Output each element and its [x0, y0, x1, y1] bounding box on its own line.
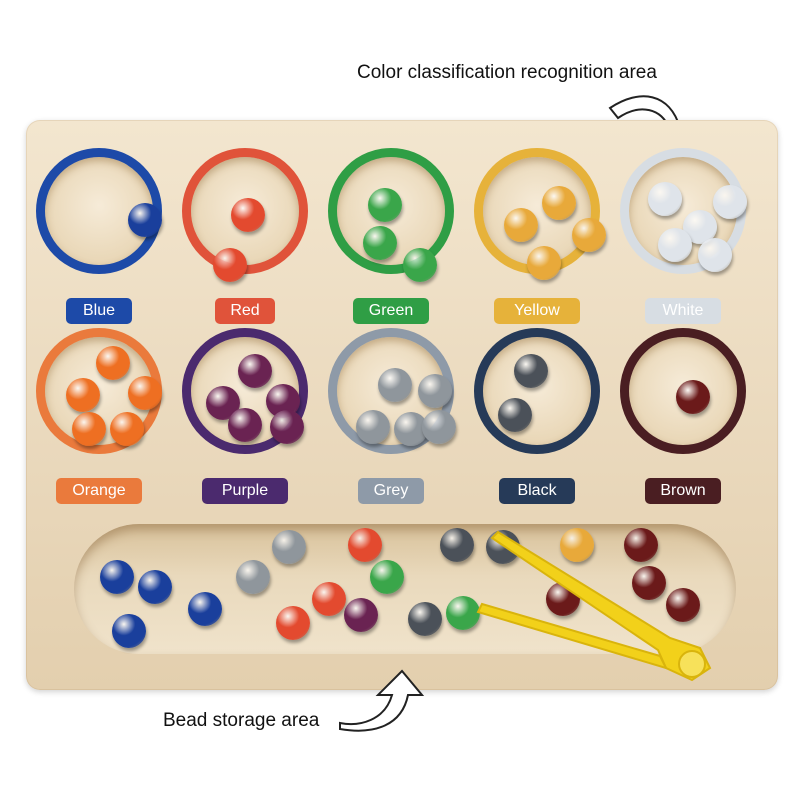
bead[interactable] — [422, 410, 456, 444]
bead[interactable] — [238, 354, 272, 388]
bead[interactable] — [498, 398, 532, 432]
bead[interactable] — [368, 188, 402, 222]
sorting-slot-yellow[interactable] — [474, 148, 606, 280]
bead[interactable] — [96, 346, 130, 380]
color-label-red: Red — [215, 298, 275, 324]
bead[interactable] — [560, 528, 594, 562]
bead[interactable] — [272, 530, 306, 564]
sorting-slot-red[interactable] — [182, 148, 308, 282]
bead[interactable] — [504, 208, 538, 242]
tweezers[interactable] — [470, 520, 740, 690]
bead[interactable] — [188, 592, 222, 626]
bead[interactable] — [112, 614, 146, 648]
color-label-brown: Brown — [645, 478, 721, 504]
color-label-white: White — [645, 298, 721, 324]
bead[interactable] — [648, 182, 682, 216]
caption-color-classification-area: Color classification recognition area — [357, 62, 657, 83]
color-label-blue: Blue — [66, 298, 132, 324]
bead[interactable] — [356, 410, 390, 444]
bead[interactable] — [312, 582, 346, 616]
color-label-purple: Purple — [202, 478, 288, 504]
bead[interactable] — [128, 203, 162, 237]
sorting-slot-grey[interactable] — [328, 328, 456, 454]
bead[interactable] — [418, 374, 452, 408]
slot-ring — [474, 328, 600, 454]
bead[interactable] — [363, 226, 397, 260]
bead[interactable] — [542, 186, 576, 220]
bead[interactable] — [270, 410, 304, 444]
bead[interactable] — [572, 218, 606, 252]
bead[interactable] — [378, 368, 412, 402]
bead[interactable] — [138, 570, 172, 604]
slot-ring — [36, 148, 162, 274]
color-label-yellow: Yellow — [494, 298, 580, 324]
bead[interactable] — [128, 376, 162, 410]
bead[interactable] — [72, 412, 106, 446]
bead[interactable] — [446, 596, 480, 630]
bead[interactable] — [228, 408, 262, 442]
color-label-green: Green — [353, 298, 429, 324]
bead[interactable] — [344, 598, 378, 632]
sorting-slot-purple[interactable] — [182, 328, 308, 454]
sorting-slot-black[interactable] — [474, 328, 600, 454]
color-label-orange: Orange — [56, 478, 142, 504]
bead[interactable] — [527, 246, 561, 280]
sorting-slot-white[interactable] — [620, 148, 747, 274]
bead[interactable] — [632, 566, 666, 600]
bead[interactable] — [713, 185, 747, 219]
sorting-slot-blue[interactable] — [36, 148, 162, 274]
bead[interactable] — [440, 528, 474, 562]
bead[interactable] — [403, 248, 437, 282]
curved-arrow-icon — [339, 669, 425, 732]
sorting-slot-orange[interactable] — [36, 328, 162, 454]
sorting-slot-brown[interactable] — [620, 328, 746, 454]
bead[interactable] — [66, 378, 100, 412]
bead[interactable] — [676, 380, 710, 414]
bead[interactable] — [100, 560, 134, 594]
color-label-black: Black — [499, 478, 575, 504]
bead[interactable] — [276, 606, 310, 640]
bead[interactable] — [658, 228, 692, 262]
bead[interactable] — [666, 588, 700, 622]
bead[interactable] — [213, 248, 247, 282]
bead[interactable] — [231, 198, 265, 232]
bead[interactable] — [370, 560, 404, 594]
sorting-slot-green[interactable] — [328, 148, 454, 282]
color-label-grey: Grey — [358, 478, 424, 504]
caption-bead-storage-area: Bead storage area — [163, 710, 320, 731]
bead[interactable] — [624, 528, 658, 562]
bead[interactable] — [514, 354, 548, 388]
bead[interactable] — [236, 560, 270, 594]
bead[interactable] — [348, 528, 382, 562]
bead[interactable] — [408, 602, 442, 636]
bead[interactable] — [110, 412, 144, 446]
bead[interactable] — [698, 238, 732, 272]
